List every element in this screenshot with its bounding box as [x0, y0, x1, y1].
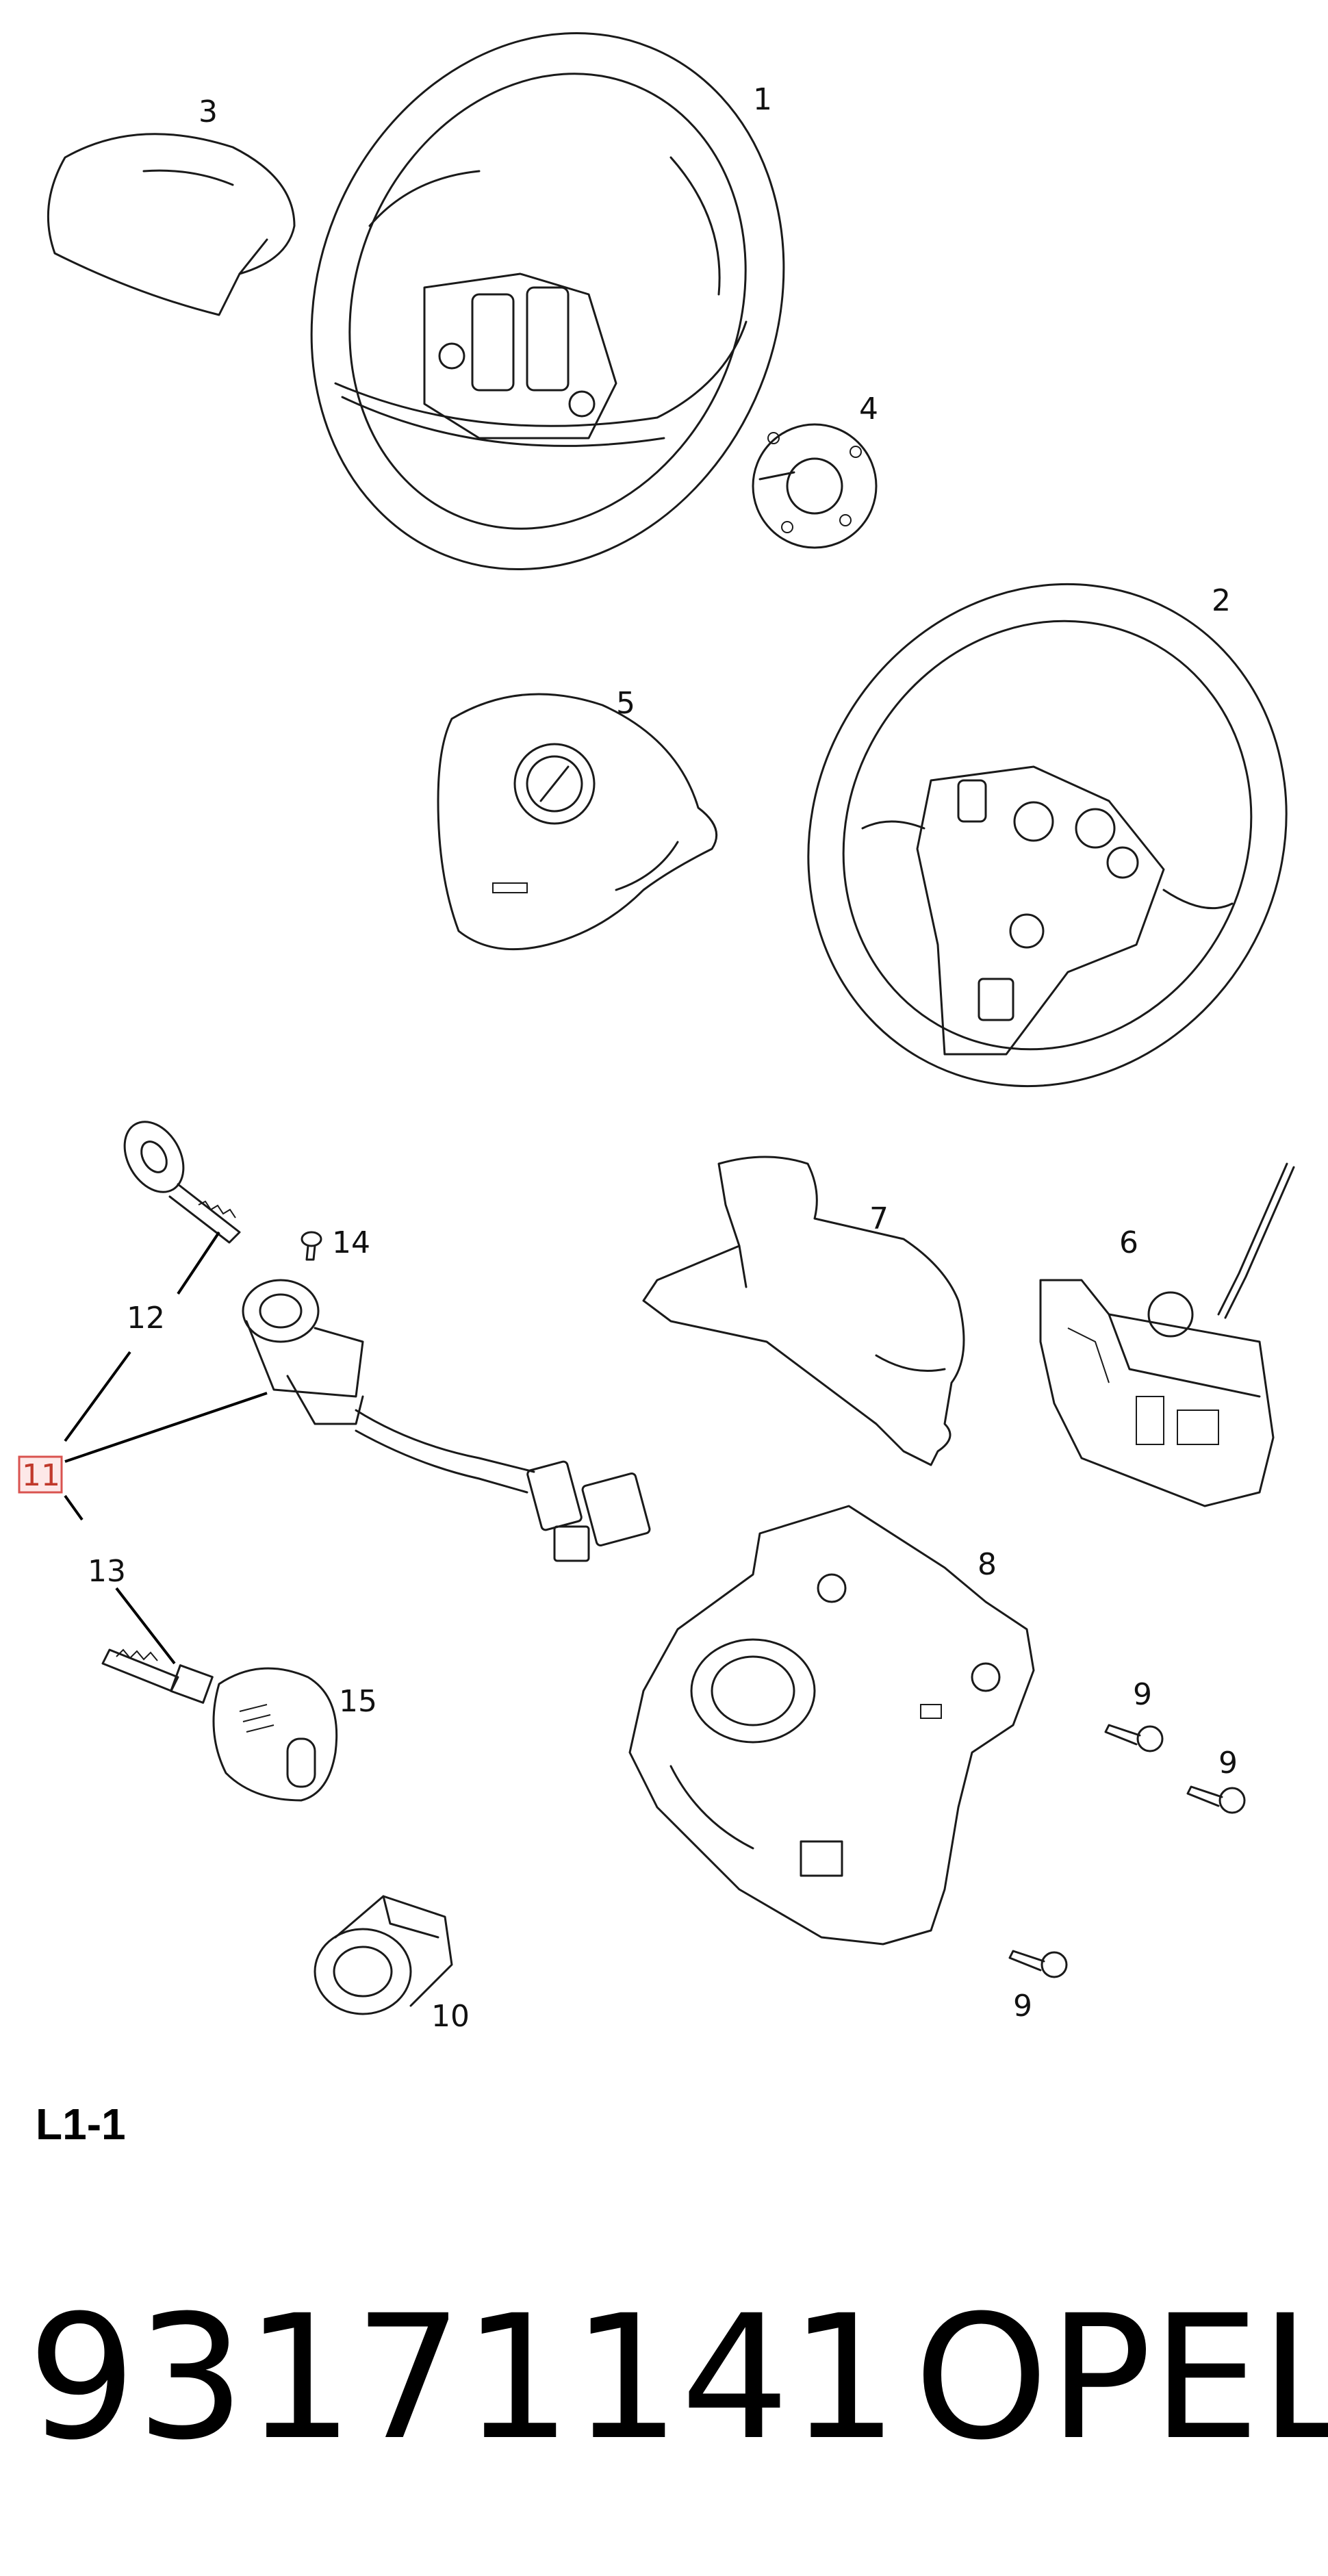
callout-7: 7 — [869, 1201, 889, 1236]
callout-9a: 9 — [1133, 1677, 1152, 1712]
callout-11[interactable]: 11 — [22, 1458, 60, 1493]
brand-name: OPEL — [914, 2278, 1328, 2477]
airbag-module-part-5 — [437, 693, 718, 951]
contact-ring-part-4 — [752, 423, 878, 549]
screw-part-14 — [301, 1231, 322, 1261]
callout-8: 8 — [978, 1547, 997, 1582]
callout-2: 2 — [1212, 583, 1231, 618]
part-number: 93171141 — [27, 2278, 898, 2477]
callout-15: 15 — [339, 1684, 377, 1719]
callout-1: 1 — [753, 82, 772, 117]
callout-11-highlight — [18, 1455, 63, 1494]
screw-part-9b — [1186, 1785, 1246, 1814]
ignition-switch-part-11 — [242, 1279, 651, 1562]
key-blade-part-13 — [101, 1648, 214, 1704]
callout-6: 6 — [1119, 1225, 1138, 1260]
column-cover-upper-part-7 — [642, 1156, 965, 1466]
callout-10: 10 — [431, 1999, 470, 2034]
screw-part-9c — [1008, 1950, 1068, 1978]
steering-wheel-part-1 — [310, 31, 785, 571]
horn-pad-part-3 — [47, 133, 296, 316]
callout-3: 3 — [199, 94, 218, 129]
leader-lines — [64, 1231, 268, 1665]
callout-9c: 9 — [1013, 1989, 1032, 2024]
callout-13: 13 — [88, 1554, 126, 1589]
callout-4: 4 — [859, 392, 878, 426]
callouts: 1 3 4 2 5 7 6 14 12 11 13 8 9 15 9 10 9 — [18, 82, 1238, 2034]
section-label: L1-1 — [36, 2100, 126, 2149]
switch-module-part-6 — [1039, 1162, 1295, 1507]
callout-12: 12 — [127, 1301, 165, 1336]
screw-part-9a — [1104, 1724, 1164, 1752]
callout-14: 14 — [332, 1225, 370, 1260]
callout-9b: 9 — [1218, 1746, 1238, 1781]
callout-5: 5 — [616, 686, 635, 721]
key-part-12 — [123, 1121, 241, 1244]
lock-cylinder-part-10 — [314, 1895, 453, 2015]
key-fob-part-15 — [212, 1667, 338, 1802]
column-cover-lower-part-8 — [628, 1505, 1035, 1946]
steering-wheel-part-2 — [807, 583, 1288, 1088]
